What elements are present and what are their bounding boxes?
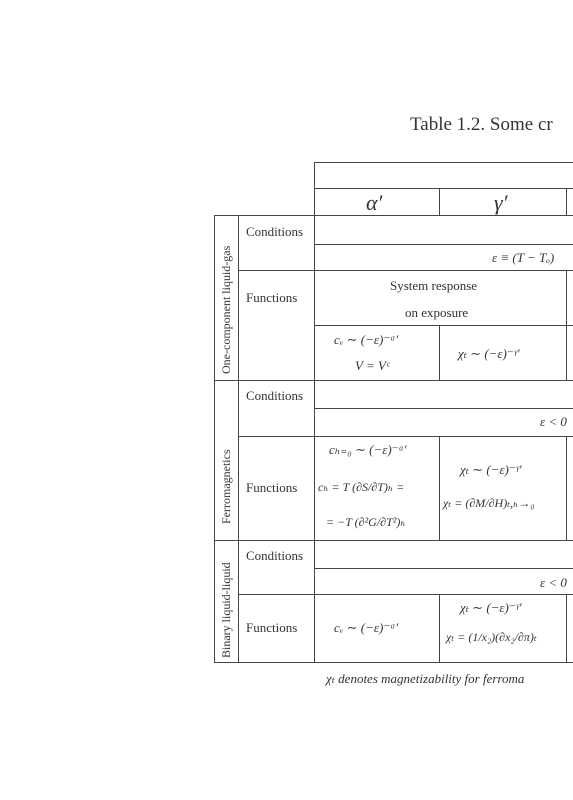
functions-label: Functions xyxy=(246,480,298,495)
gamma-formula: χₜ ∼ (−ε)⁻ᵞ′ xyxy=(458,346,520,361)
gamma-formula: χₜ ∼ (−ε)⁻ᵞ′ xyxy=(460,600,522,615)
alpha-formula: cᵥ ∼ (−ε)⁻ᵅ′ xyxy=(334,620,399,635)
alpha-formula: cₕ = T (∂S/∂T)ₕ = xyxy=(318,480,405,494)
group-label-ferromagnetics: Ferromagnetics xyxy=(219,449,233,524)
group-label-binary: Binary liquid-liquid xyxy=(219,562,233,658)
condition-value: ε ≡ (T − Tₒ) xyxy=(492,250,555,265)
table-caption: Table 1.2. Some cr xyxy=(410,114,553,135)
gamma-formula: χₜ ∼ (−ε)⁻ᵞ′ xyxy=(460,462,522,477)
condition-value: ε < 0 xyxy=(540,414,567,429)
conditions-label: Conditions xyxy=(246,548,304,563)
alpha-formula: cₕ₌₀ ∼ (−ε)⁻ᵅ′ xyxy=(329,442,407,457)
table-footnote: χₜ denotes magnetizability for ferroma xyxy=(326,671,525,686)
column-header-alpha: α′ xyxy=(366,190,383,215)
conditions-label: Conditions xyxy=(246,388,304,403)
functions-label: Functions xyxy=(246,290,298,305)
functions-label: Functions xyxy=(246,620,298,635)
system-response-text: System response xyxy=(390,278,478,293)
on-exposure-text: on exposure xyxy=(405,305,469,320)
alpha-formula: V = Vᶜ xyxy=(355,358,390,373)
alpha-formula: = −T (∂²G/∂T²)ₕ xyxy=(326,515,406,529)
group-label-liquid-gas: One-component liquid-gas xyxy=(219,245,233,374)
column-header-gamma: γ′ xyxy=(494,190,508,215)
gamma-formula: χₜ = (1/x₂)(∂x₂/∂π)ₜ xyxy=(446,630,537,644)
alpha-formula: cᵥ ∼ (−ε)⁻ᵅ′ xyxy=(334,332,399,347)
conditions-label: Conditions xyxy=(246,224,304,239)
condition-value: ε < 0 xyxy=(540,575,567,590)
gamma-formula: χₜ = (∂M/∂H)ₜ,ₕ→₀ xyxy=(443,496,535,510)
